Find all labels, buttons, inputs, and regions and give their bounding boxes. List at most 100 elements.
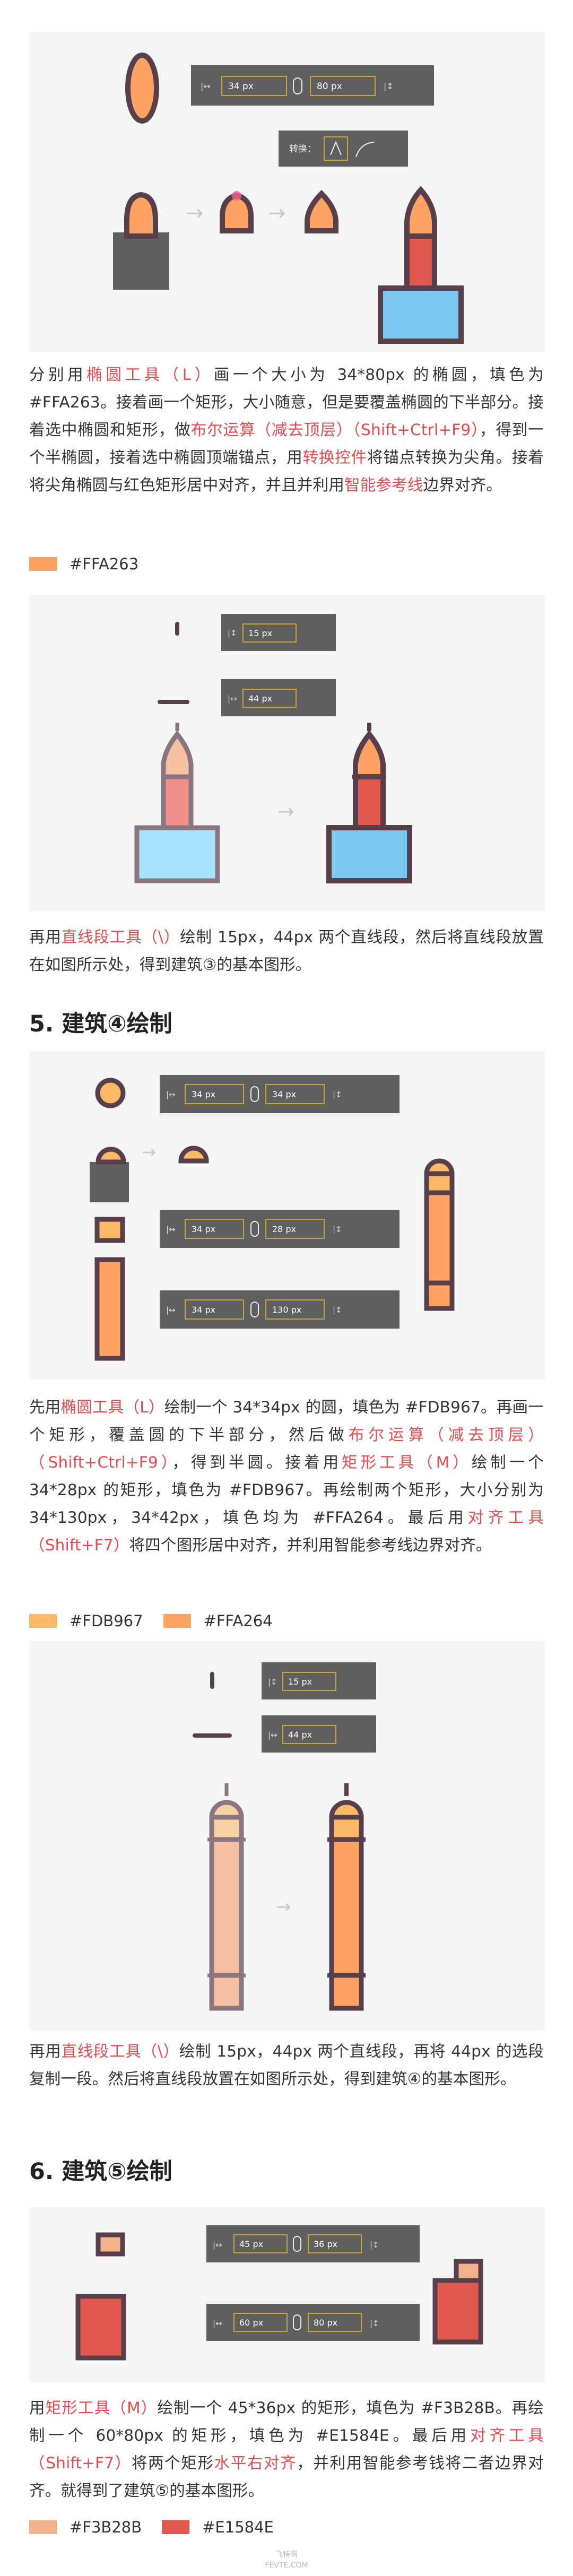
tower-top — [424, 1171, 455, 1195]
height-arrow-icon: |↕ — [384, 81, 394, 91]
text: 绘制一个 34*34px 的圆，填色为 #FDB967。再画一个矩形，覆盖圆的下… — [29, 1398, 544, 1444]
size-toolbar — [160, 1210, 400, 1248]
width-field[interactable] — [185, 1084, 244, 1104]
link-icon[interactable] — [250, 1086, 259, 1102]
description-3: 先用椭圆工具（L）绘制一个 34*34px 的圆，填色为 #FDB967。再画一… — [29, 1393, 544, 1559]
illustration-5: |↔ 45 px 36 px |↕ |↔ 60 px 80 px |↕ — [75, 2225, 483, 2361]
width-field[interactable] — [233, 2234, 288, 2253]
tower-top — [329, 1815, 364, 1842]
description-5: 用矩形工具（M）绘制一个 45*36px 的矩形，填色为 #F3B28B。再绘制… — [29, 2394, 544, 2504]
illustration-panel-4: |↕ 15 px |↔ 44 px → — [29, 1641, 545, 2031]
tower-top-faded — [209, 1815, 244, 1842]
color-chip — [29, 557, 57, 571]
anchor-point — [232, 191, 241, 201]
swatch-label: #F3B28B — [70, 2518, 142, 2536]
length-field[interactable] — [242, 689, 297, 708]
text: ，得到半圆。接着用 — [172, 1453, 342, 1471]
circle-overlap — [96, 1147, 126, 1165]
text: 将四个图形居中对齐，并利用智能参考线边界对齐。 — [129, 1536, 492, 1554]
height-field[interactable] — [308, 2234, 362, 2253]
height-field[interactable] — [265, 1299, 325, 1320]
building-tower — [353, 774, 386, 830]
building-body — [432, 2278, 483, 2345]
link-icon[interactable] — [293, 2236, 301, 2252]
height-value: 130 px — [272, 1305, 301, 1315]
illustration-4: |↕ 15 px |↔ 44 px → — [193, 1662, 376, 2011]
link-icon[interactable] — [293, 77, 302, 94]
circle — [95, 1078, 126, 1108]
width-field[interactable] — [185, 1299, 244, 1320]
color-chip — [29, 1614, 57, 1628]
building-roof — [404, 186, 437, 239]
ellipse-tool-link: 椭圆工具（L） — [86, 366, 214, 384]
ellipse-tool-link: 椭圆工具（L） — [60, 1398, 164, 1416]
tower-faded — [161, 774, 194, 830]
corner-anchor-icon — [330, 141, 342, 155]
height-field[interactable] — [265, 1084, 325, 1104]
arrow-icon: → — [276, 1896, 291, 1918]
small-rect — [94, 1217, 125, 1243]
length-field[interactable] — [242, 623, 297, 643]
length-value: 15 px — [288, 1677, 312, 1687]
height-value: 36 px — [314, 2239, 337, 2249]
arrow-icon: |↔ — [166, 1225, 176, 1234]
text: 绘制 15px，44px 两个直线段，再将 44px 的选段复制一段。然后将直线… — [29, 2042, 544, 2088]
arrow-icon: |↕ — [333, 1090, 342, 1099]
line-tool-link: 直线段工具（\） — [61, 928, 180, 946]
half-ellipse-overlap — [124, 192, 158, 239]
tower-bottom — [329, 1973, 364, 2011]
arrow-icon: |↔ — [166, 1305, 176, 1315]
link-icon[interactable] — [250, 1221, 259, 1237]
text: 边界对齐。 — [423, 476, 502, 494]
width-value: 60 px — [239, 2318, 263, 2328]
color-chip — [163, 1614, 191, 1628]
arrow-icon: |↔ — [213, 2319, 222, 2328]
swatch-row-1: #FFA263 — [29, 553, 159, 575]
length-field[interactable] — [282, 1672, 336, 1691]
width-value: 34 px — [192, 1305, 215, 1315]
size-toolbar — [206, 2225, 420, 2262]
width-field[interactable] — [221, 76, 287, 96]
color-chip — [162, 2520, 190, 2534]
swatch-row-5: #F3B28B #E1584E — [29, 2517, 294, 2538]
link-icon[interactable] — [250, 1302, 259, 1317]
illustration-panel-3: |↔ 34 px 34 px |↕ → |↔ 34 px 28 px |↕ |↔… — [29, 1052, 545, 1380]
size-toolbar — [221, 679, 336, 716]
pointed-shape — [305, 189, 338, 233]
smooth-anchor-icon — [355, 142, 375, 158]
illustration-2: |↕ 15 px |↔ 44 px → — [134, 614, 412, 883]
gray-rectangle — [113, 232, 169, 290]
size-toolbar — [221, 614, 336, 651]
arrow-icon: |↔ — [213, 2240, 222, 2250]
width-field[interactable] — [233, 2313, 288, 2332]
width-value: 34 px — [192, 1089, 215, 1099]
building-base — [378, 285, 464, 344]
height-value: 28 px — [272, 1224, 296, 1234]
section-heading-5: 5. 建筑④绘制 — [29, 1011, 172, 1037]
size-toolbar — [206, 2304, 420, 2341]
length-field[interactable] — [282, 1725, 336, 1744]
length-value: 44 px — [288, 1730, 312, 1740]
color-chip — [29, 2520, 57, 2534]
height-field[interactable] — [310, 76, 376, 96]
text: ，并利用智能参考钱将二者边界对齐。就得到了建筑⑤的基本图形。 — [29, 2454, 544, 2500]
link-icon[interactable] — [293, 2314, 301, 2330]
watermark-line: FEVTE.COM — [265, 2561, 308, 2570]
corner-convert-button[interactable] — [324, 136, 348, 161]
building-roof — [353, 730, 386, 779]
height-field[interactable] — [308, 2313, 362, 2332]
width-field[interactable] — [185, 1219, 244, 1239]
half-circle — [178, 1146, 209, 1164]
illustration-panel-2: |↕ 15 px |↔ 44 px → — [29, 595, 545, 911]
size-toolbar — [191, 65, 434, 106]
arrow-icon: → — [142, 1142, 156, 1162]
smart-guides-link: 智能参考线 — [344, 476, 423, 494]
description-4: 再用直线段工具（\）绘制 15px，44px 两个直线段，再将 44px 的选段… — [29, 2037, 544, 2093]
half-ellipse — [220, 192, 254, 233]
length-value: 15 px — [248, 628, 272, 638]
height-value: 80 px — [314, 2318, 337, 2328]
building-base — [326, 825, 412, 883]
illustration-panel-1: |↔ 34 px 80 px |↕ 转换： → → — [29, 32, 545, 352]
height-field[interactable] — [265, 1219, 325, 1239]
tower-cap-faded — [209, 1800, 244, 1820]
